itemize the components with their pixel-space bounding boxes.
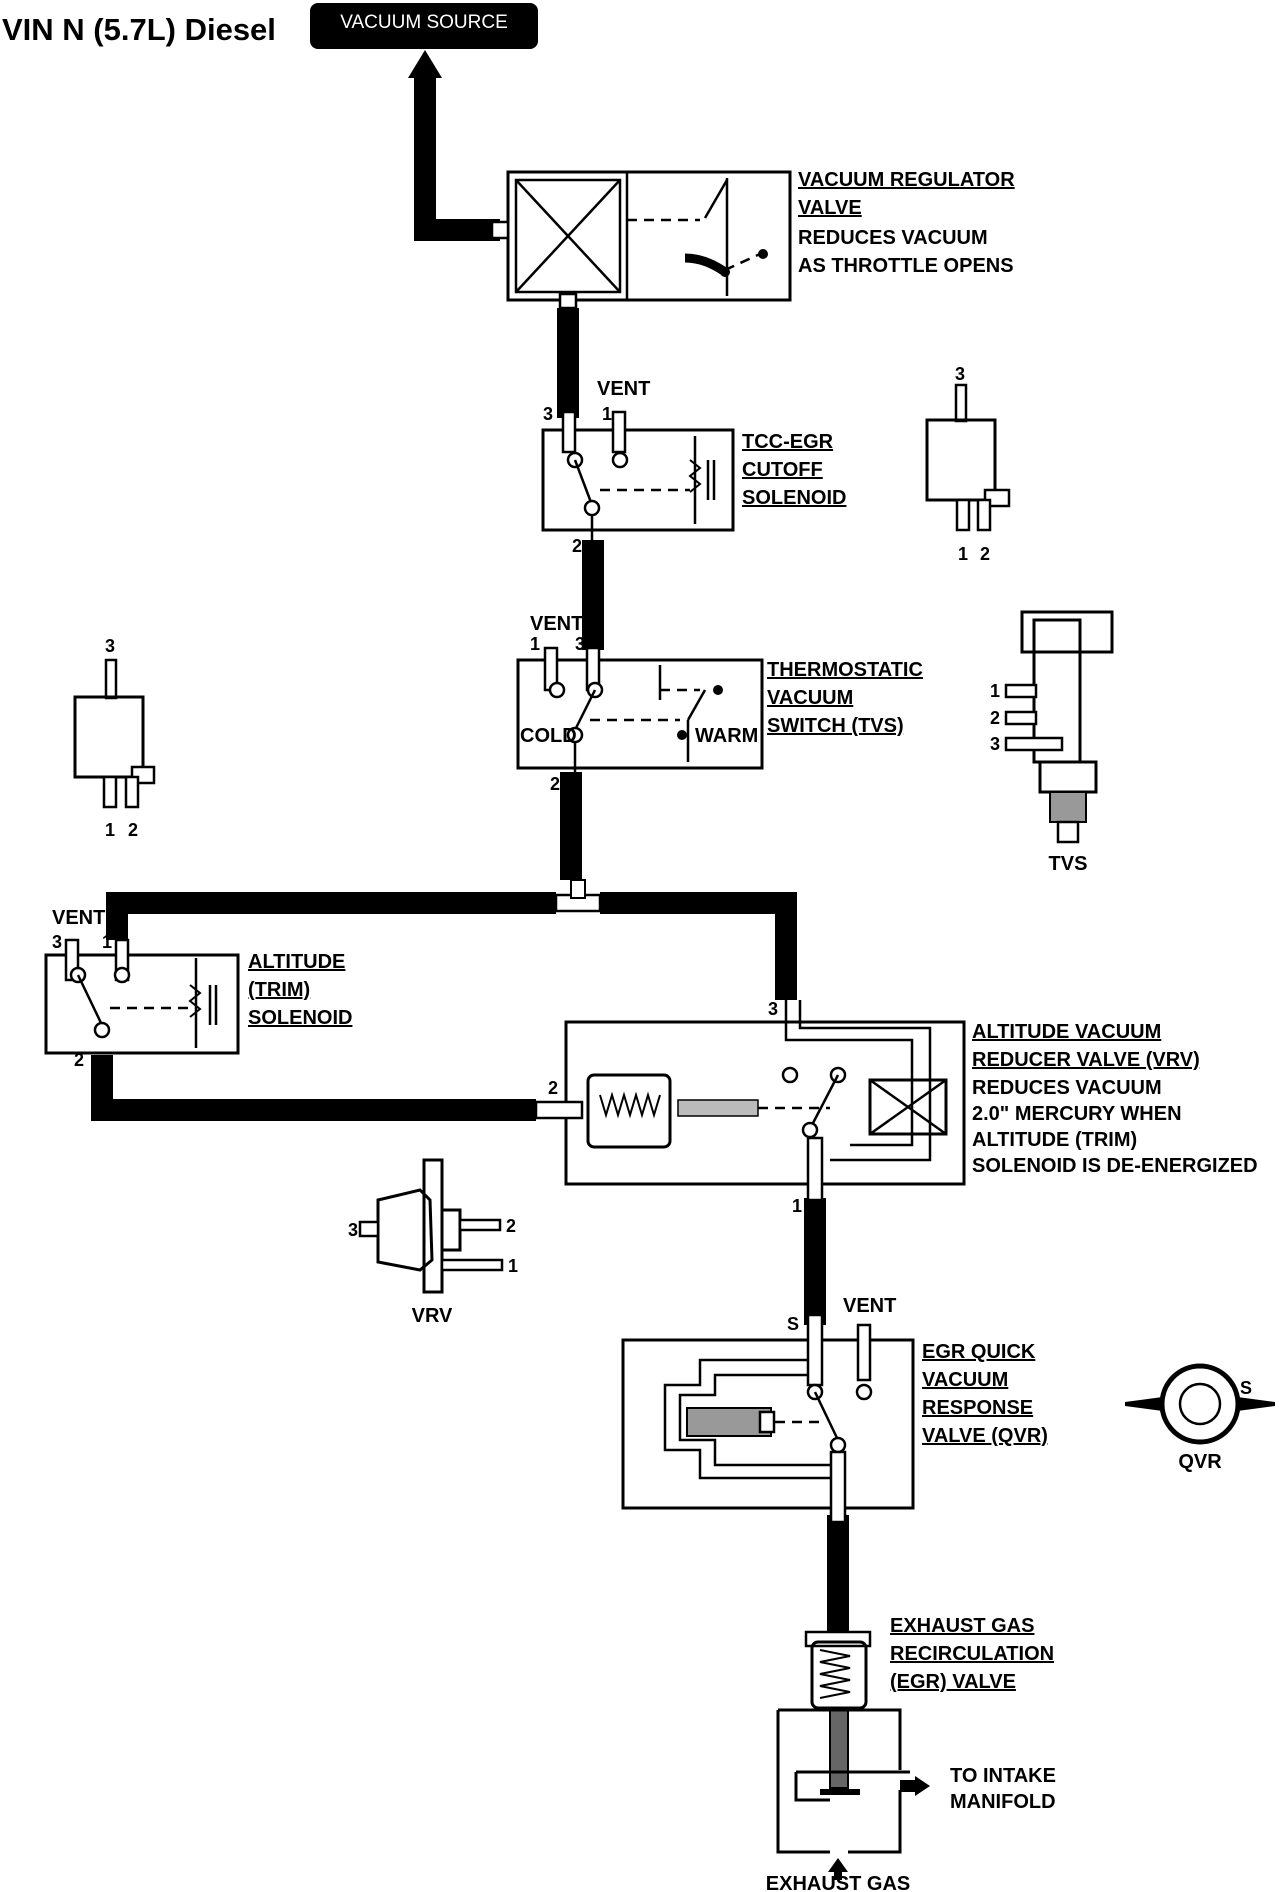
hose-tee-to-trim-port1 — [106, 892, 556, 940]
qvr-vent-label: VENT — [843, 1295, 896, 1317]
tcc-name-2: CUTOFF — [742, 459, 823, 481]
tcc-name-3: SOLENOID — [742, 487, 846, 509]
egr-name-1: EXHAUST GAS — [890, 1615, 1034, 1637]
vacuum-hoses — [91, 50, 849, 1640]
solenoid-left-port-2: 2 — [128, 820, 138, 840]
vrv-regulator-name-2: VALVE — [798, 197, 862, 219]
thermostatic-vacuum-switch — [516, 646, 764, 772]
tvs-vent-label: VENT — [530, 613, 583, 635]
tcc-port-3-label: 3 — [543, 404, 553, 424]
tvs-port-1-label: 1 — [530, 634, 540, 654]
trim-name-1: ALTITUDE — [248, 951, 345, 973]
vrv-icon-port-1: 1 — [508, 1256, 518, 1276]
solenoid-reference-icon-right — [925, 383, 1011, 532]
egr-quick-vacuum-response-valve — [621, 1313, 915, 1524]
avrv-desc-4: SOLENOID IS DE-ENERGIZED — [972, 1155, 1258, 1177]
trim-name-3: SOLENOID — [248, 1007, 352, 1029]
tvs-port-2-label: 2 — [550, 774, 560, 794]
tvs-icon-port-3: 3 — [990, 734, 1000, 754]
egr-name-3: (EGR) VALVE — [890, 1671, 1016, 1693]
tvs-warm-label: WARM — [695, 725, 758, 747]
tcc-vent-label: VENT — [597, 378, 650, 400]
altitude-trim-solenoid — [44, 938, 240, 1055]
tvs-port-3-label: 3 — [575, 634, 585, 654]
vacuum-source-label: VACUUM SOURCE — [340, 12, 508, 33]
tee-fitting — [554, 879, 602, 913]
vrv-regulator-name-1: VACUUM REGULATOR — [798, 169, 1015, 191]
tvs-name-3: SWITCH (TVS) — [767, 715, 904, 737]
egr-name-2: RECIRCULATION — [890, 1643, 1054, 1665]
avrv-port-1-label: 1 — [792, 1196, 802, 1216]
hose-trim-port2-to-altitude-port2 — [91, 1055, 536, 1121]
qvr-s-label: S — [787, 1314, 799, 1334]
avrv-name-1: ALTITUDE VACUUM — [972, 1021, 1161, 1043]
qvr-icon-port-s: S — [1240, 1378, 1252, 1398]
egr-to-intake-1: TO INTAKE — [950, 1765, 1056, 1787]
exhaust-arrow-icon — [828, 1858, 848, 1872]
egr-to-intake-2: MANIFOLD — [950, 1791, 1056, 1813]
vacuum-source-badge: VACUUM SOURCE — [310, 3, 538, 49]
solenoid-right-port-1: 1 — [958, 544, 968, 564]
vrv-regulator-desc-1: REDUCES VACUUM — [798, 227, 988, 249]
diagram-title: VIN N (5.7L) Diesel — [2, 12, 276, 47]
hose-source-to-vrv-regulator — [414, 76, 500, 241]
tcc-port-1-label: 1 — [602, 404, 612, 424]
qvr-name-2: VACUUM — [922, 1369, 1008, 1391]
qvr-name-1: EGR QUICK — [922, 1341, 1036, 1363]
tvs-icon-port-2: 2 — [990, 708, 1000, 728]
qvr-icon-caption: QVR — [1178, 1451, 1222, 1473]
vrv-reference-icon — [358, 1158, 504, 1294]
avrv-port-2-label: 2 — [548, 1078, 558, 1098]
tvs-reference-icon — [1004, 610, 1114, 844]
egr-exhaust-gas-label: EXHAUST GAS — [766, 1873, 910, 1892]
tvs-icon-caption: TVS — [1049, 853, 1088, 875]
to-intake-arrow-icon — [915, 1776, 930, 1796]
egr-valve — [776, 1630, 930, 1880]
avrv-desc-1: REDUCES VACUUM — [972, 1077, 1162, 1099]
tvs-cold-label: COLD — [520, 725, 577, 747]
avrv-port-3-label: 3 — [768, 999, 778, 1019]
vrv-regulator-desc-2: AS THROTTLE OPENS — [798, 255, 1014, 277]
tvs-name-2: VACUUM — [767, 687, 853, 709]
qvr-name-4: VALVE (QVR) — [922, 1425, 1048, 1447]
hose-tee-to-altitude-port3 — [600, 892, 797, 1000]
source-arrow-icon — [408, 50, 442, 78]
solenoid-right-port-2: 2 — [980, 544, 990, 564]
vrv-icon-port-3: 3 — [348, 1220, 358, 1240]
tcc-egr-cutoff-solenoid — [541, 410, 735, 540]
tcc-port-2-label: 2 — [572, 536, 582, 556]
trim-vent-label: VENT — [52, 907, 105, 929]
altitude-vacuum-reducer-valve — [534, 1000, 966, 1202]
solenoid-reference-icon-left — [73, 658, 156, 809]
trim-port-3-label: 3 — [52, 932, 62, 952]
avrv-name-2: REDUCER VALVE (VRV) — [972, 1049, 1200, 1071]
solenoid-left-port-3: 3 — [105, 636, 115, 656]
avrv-desc-2: 2.0" MERCURY WHEN — [972, 1103, 1182, 1125]
solenoid-left-port-1: 1 — [105, 820, 115, 840]
tcc-name-1: TCC-EGR — [742, 431, 834, 453]
tvs-icon-port-1: 1 — [990, 681, 1000, 701]
vrv-icon-port-2: 2 — [506, 1216, 516, 1236]
trim-port-2-label: 2 — [74, 1050, 84, 1070]
trim-name-2: (TRIM) — [248, 979, 310, 1001]
vacuum-regulator-valve — [490, 170, 792, 310]
solenoid-right-port-3: 3 — [955, 364, 965, 384]
tvs-name-1: THERMOSTATIC — [767, 659, 923, 681]
vrv-icon-caption: VRV — [412, 1305, 453, 1327]
avrv-desc-3: ALTITUDE (TRIM) — [972, 1129, 1137, 1151]
qvr-name-3: RESPONSE — [922, 1397, 1033, 1419]
trim-port-1-label: 1 — [102, 932, 112, 952]
qvr-reference-icon — [1125, 1363, 1275, 1445]
